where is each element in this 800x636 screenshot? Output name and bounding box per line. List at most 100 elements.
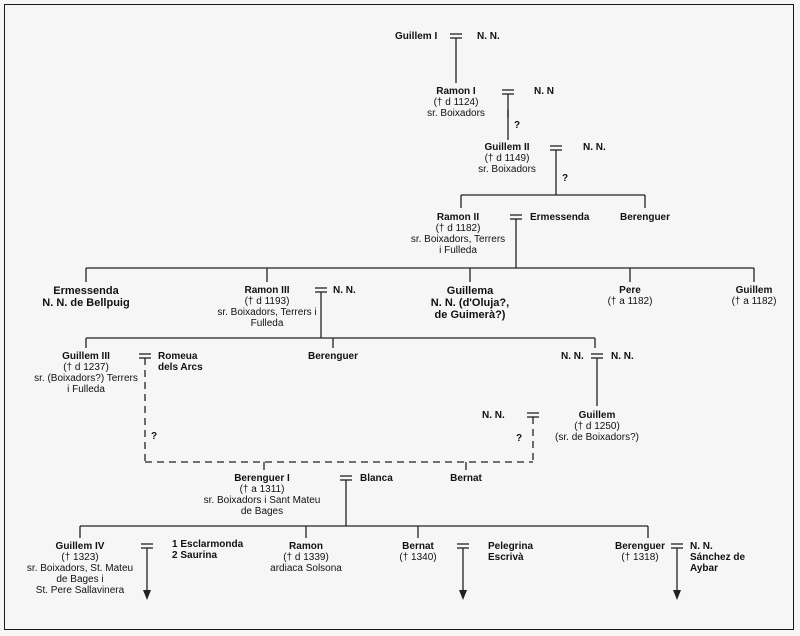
spouse-romeua: Romeua dels Arcs bbox=[158, 351, 203, 373]
person-detail: († 1340) bbox=[399, 552, 437, 563]
person-name: Guillem IV bbox=[55, 541, 105, 552]
person-guillem-ii: Guillem II († d 1149) sr. Boixadors bbox=[478, 142, 536, 175]
person-bernat: Bernat bbox=[450, 473, 482, 484]
person-ramon-ii: Ramon II († d 1182) sr. Boixadors, Terre… bbox=[411, 212, 505, 256]
person-berenguer: Berenguer († 1318) bbox=[615, 541, 665, 563]
person-name: N. N. bbox=[583, 142, 606, 153]
person-name: N. N. bbox=[561, 351, 584, 362]
person-name: Sánchez de bbox=[690, 552, 746, 563]
spouse-nn: N. N. bbox=[477, 31, 500, 42]
spouse-nn-sanchez: N. N. Sánchez de Aybar bbox=[690, 541, 745, 574]
person-name: Blanca bbox=[360, 473, 393, 484]
figure-frame bbox=[4, 4, 794, 630]
person-name: N. N. bbox=[333, 285, 356, 296]
person-detail: sr. Boixadors, Terrers i bbox=[217, 307, 317, 318]
spouse-nn: N. N. bbox=[611, 351, 634, 362]
person-guillema: Guillema N. N. (d'Oluja?, de Guimerà?) bbox=[431, 285, 509, 321]
person-name: de Guimerà?) bbox=[434, 309, 506, 321]
person-detail: sr. (Boixadors?) Terrers bbox=[34, 373, 138, 384]
person-name: Pere bbox=[619, 285, 641, 296]
person-guillem-iv: Guillem IV († 1323) sr. Boixadors, St. M… bbox=[27, 541, 133, 596]
person-name: N. N. (d'Oluja?, bbox=[430, 297, 510, 309]
person-detail: sr. Boixadors, Terrers bbox=[410, 234, 506, 245]
person-nn: N. N. bbox=[561, 351, 584, 362]
person-name: Guillem bbox=[735, 285, 773, 296]
spouse-ermessenda: Ermessenda bbox=[530, 212, 589, 223]
uncertain-mark: ? bbox=[562, 173, 569, 184]
person-detail: († d 1124) bbox=[433, 97, 479, 108]
spouse-esclarmonda-saurina: 1 Esclarmonda 2 Saurina bbox=[172, 539, 243, 561]
person-name: 1 Esclarmonda bbox=[172, 539, 244, 550]
descent-arrow bbox=[143, 590, 151, 600]
person-name: Berenguer bbox=[619, 212, 671, 223]
spouse-blanca: Blanca bbox=[360, 473, 393, 484]
person-name: Berenguer I bbox=[234, 473, 290, 484]
person-name: N. N. de Bellpuig bbox=[42, 297, 130, 309]
spouse-nn: N. N bbox=[534, 86, 554, 97]
person-detail: († d 1193) bbox=[244, 296, 290, 307]
person-name: Berenguer bbox=[614, 541, 666, 552]
person-detail: de Bages bbox=[240, 506, 284, 517]
person-name: Guillema bbox=[446, 285, 494, 297]
person-ramon: Ramon († d 1339) ardiaca Solsona bbox=[270, 541, 342, 574]
person-name: Ramon III bbox=[244, 285, 290, 296]
person-nn: N. N. bbox=[482, 410, 505, 421]
person-name: Aybar bbox=[690, 563, 718, 574]
person-ramon-iii: Ramon III († d 1193) sr. Boixadors, Terr… bbox=[217, 285, 316, 329]
person-name: Escrivà bbox=[488, 552, 524, 563]
uncertain-mark: ? bbox=[516, 433, 523, 444]
spouse-nn: N. N. bbox=[583, 142, 606, 153]
person-guillem-iii: Guillem III († d 1237) sr. (Boixadors?) … bbox=[34, 351, 138, 395]
spouse-nn: N. N. bbox=[333, 285, 356, 296]
person-detail: († a 1311) bbox=[239, 484, 285, 495]
person-detail: († a 1182) bbox=[607, 296, 653, 307]
person-detail: Fulleda bbox=[250, 318, 284, 329]
person-berenguer: Berenguer bbox=[308, 351, 358, 362]
person-name: Ramon I bbox=[436, 86, 476, 97]
person-name: Berenguer bbox=[307, 351, 359, 362]
person-name: N. N. bbox=[690, 541, 713, 552]
person-name: Pelegrina bbox=[488, 541, 534, 552]
person-detail: sr. Boixadors i Sant Mateu bbox=[203, 495, 321, 506]
person-detail: († a 1182) bbox=[731, 296, 777, 307]
person-detail: de Bages i bbox=[56, 574, 104, 585]
person-guillem: Guillem († a 1182) bbox=[732, 285, 777, 307]
person-detail: sr. Boixadors, St. Mateu bbox=[26, 563, 134, 574]
person-bernat: Bernat († 1340) bbox=[399, 541, 436, 563]
uncertain-mark: ? bbox=[514, 120, 521, 131]
person-berenguer-i: Berenguer I († a 1311) sr. Boixadors i S… bbox=[204, 473, 321, 517]
person-name: Guillem III bbox=[62, 351, 110, 362]
person-name: Romeua bbox=[158, 351, 198, 362]
person-pere: Pere († a 1182) bbox=[608, 285, 653, 307]
descent-arrow bbox=[673, 590, 681, 600]
person-detail: sr. Boixadors bbox=[427, 108, 485, 119]
person-name: Guillem I bbox=[395, 31, 438, 42]
person-name: N. N. bbox=[477, 31, 500, 42]
person-detail: St. Pere Sallavinera bbox=[35, 585, 125, 596]
person-detail: († d 1250) bbox=[574, 421, 620, 432]
person-name: 2 Saurina bbox=[172, 550, 218, 561]
person-detail: († 1323) bbox=[61, 552, 99, 563]
person-name: N. N bbox=[534, 86, 554, 97]
person-name: Ermessenda bbox=[530, 212, 590, 223]
person-ramon-i: Ramon I († d 1124) sr. Boixadors bbox=[427, 86, 485, 119]
person-detail: († d 1237) bbox=[63, 362, 109, 373]
person-name: Guillem II bbox=[484, 142, 530, 153]
person-detail: i Fulleda bbox=[67, 384, 105, 395]
person-ermessenda: Ermessenda N. N. de Bellpuig bbox=[42, 285, 129, 309]
person-name: N. N. bbox=[611, 351, 634, 362]
person-detail: i Fulleda bbox=[439, 245, 477, 256]
person-detail: († d 1182) bbox=[435, 223, 481, 234]
person-name: N. N. bbox=[482, 410, 505, 421]
person-detail: († 1318) bbox=[621, 552, 659, 563]
person-name: Bernat bbox=[402, 541, 434, 552]
person-guillem-i: Guillem I bbox=[395, 31, 437, 42]
person-name: dels Arcs bbox=[158, 362, 203, 373]
person-detail: († d 1149) bbox=[484, 153, 530, 164]
person-name: Ramon II bbox=[436, 212, 480, 223]
person-detail: (sr. de Boixadors?) bbox=[555, 432, 639, 443]
person-name: Bernat bbox=[450, 473, 482, 484]
person-name: Ramon bbox=[289, 541, 323, 552]
person-name: Ermessenda bbox=[53, 285, 119, 297]
